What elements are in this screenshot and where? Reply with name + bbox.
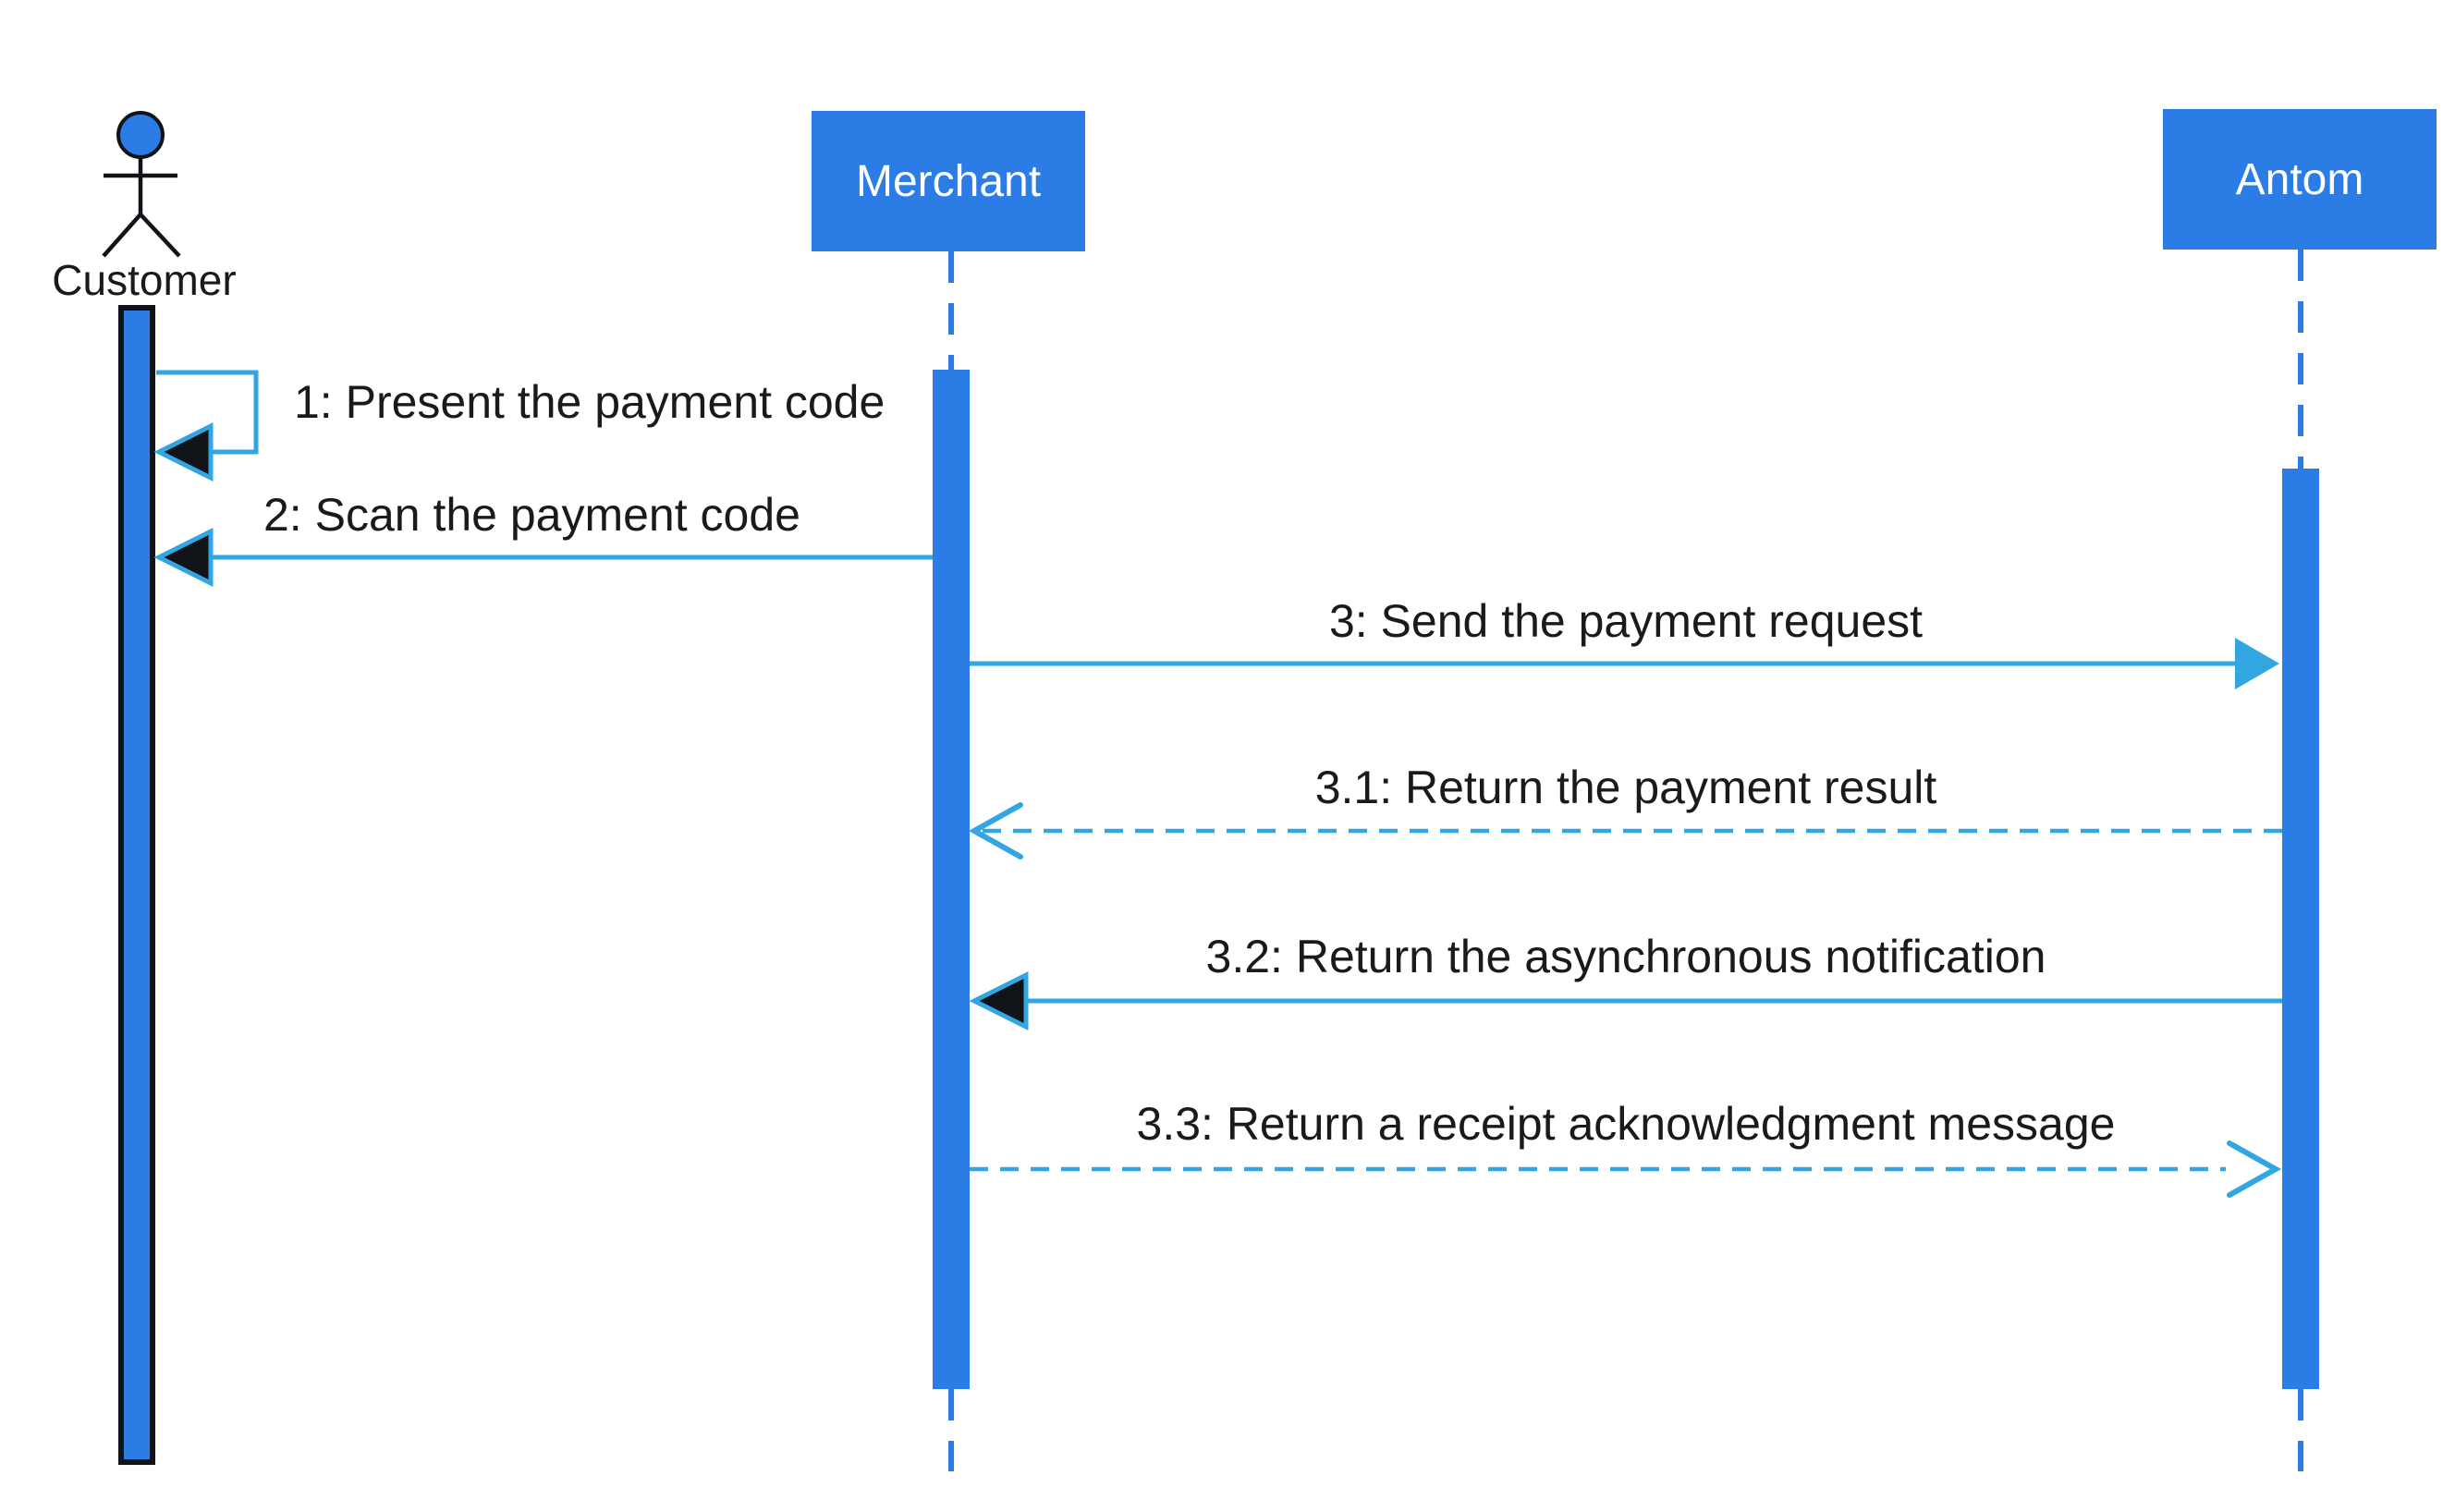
- message-1-arrowhead: [153, 421, 214, 482]
- activation-bar-customer: [118, 305, 155, 1465]
- message-1-label: 1: Present the payment code: [294, 376, 886, 428]
- customer-actor-icon: [102, 111, 181, 258]
- activation-bar-merchant: [933, 370, 970, 1389]
- message-3-3-arrowhead: [2227, 1140, 2282, 1198]
- participant-box-merchant: Merchant: [812, 111, 1085, 251]
- participant-label-merchant: Merchant: [855, 156, 1042, 206]
- actor-head: [116, 111, 165, 159]
- message-3-2-label: 3.2: Return the asynchronous notificatio…: [1205, 931, 2046, 982]
- participant-box-antom: Antom: [2163, 109, 2437, 250]
- actor-right-leg: [139, 213, 181, 258]
- participant-label-antom: Antom: [2235, 154, 2364, 204]
- message-3-2-arrowhead: [969, 970, 1029, 1031]
- actor-left-leg: [102, 213, 142, 258]
- message-2-arrowhead: [153, 527, 214, 588]
- participant-label-customer: Customer: [52, 256, 237, 304]
- message-3-3-label: 3.3: Return a receipt acknowledgment mes…: [1136, 1098, 2116, 1150]
- activation-bar-antom: [2282, 469, 2319, 1389]
- message-1-self-loop: [156, 370, 259, 455]
- message-3-1-label: 3.1: Return the payment result: [1314, 762, 1937, 813]
- message-2-label: 2: Scan the payment code: [263, 489, 800, 541]
- message-3-label: 3: Send the payment request: [1328, 595, 1924, 647]
